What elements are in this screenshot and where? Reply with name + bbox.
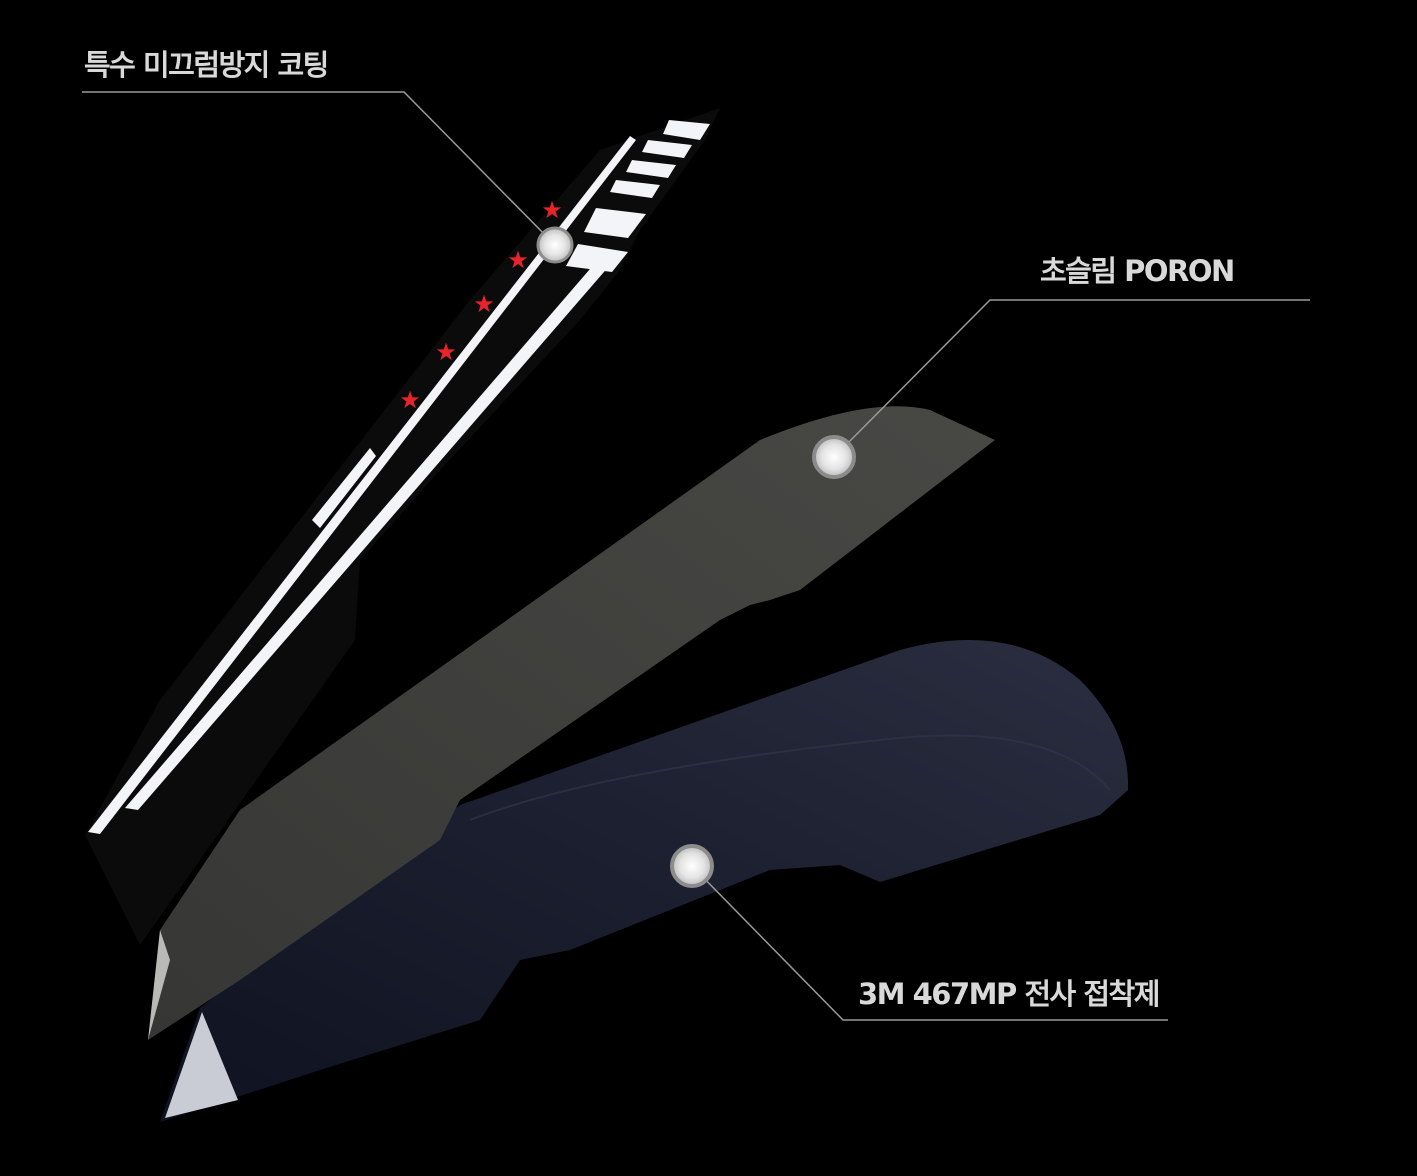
leader-line-poron (833, 299, 1310, 458)
label-3m-adhesive: 3M 467MP 전사 접착제 (858, 977, 1160, 1011)
leader-line-adhesive (691, 865, 1168, 1021)
marker-adhesive (670, 844, 714, 888)
star-icon: ★ (473, 290, 495, 318)
star-icon: ★ (541, 196, 563, 224)
leader-lines (82, 91, 1310, 1021)
label-ultra-slim-poron: 초슬림 PORON (1040, 254, 1235, 288)
star-icon: ★ (399, 386, 421, 414)
leader-line-coating (82, 91, 556, 246)
star-icon: ★ (435, 338, 457, 366)
markers (536, 226, 856, 888)
grip-stars: ★ ★ ★ ★ ★ (399, 196, 563, 414)
poron-layer (148, 406, 995, 1040)
adhesive-layer (160, 640, 1129, 1122)
marker-poron (812, 435, 856, 479)
grip-stripes (88, 120, 710, 834)
grip-layer: ★ ★ ★ ★ ★ (85, 108, 720, 945)
star-icon: ★ (507, 246, 529, 274)
label-anti-slip-coating: 특수 미끄럼방지 코팅 (84, 48, 329, 82)
marker-coating (536, 226, 574, 264)
